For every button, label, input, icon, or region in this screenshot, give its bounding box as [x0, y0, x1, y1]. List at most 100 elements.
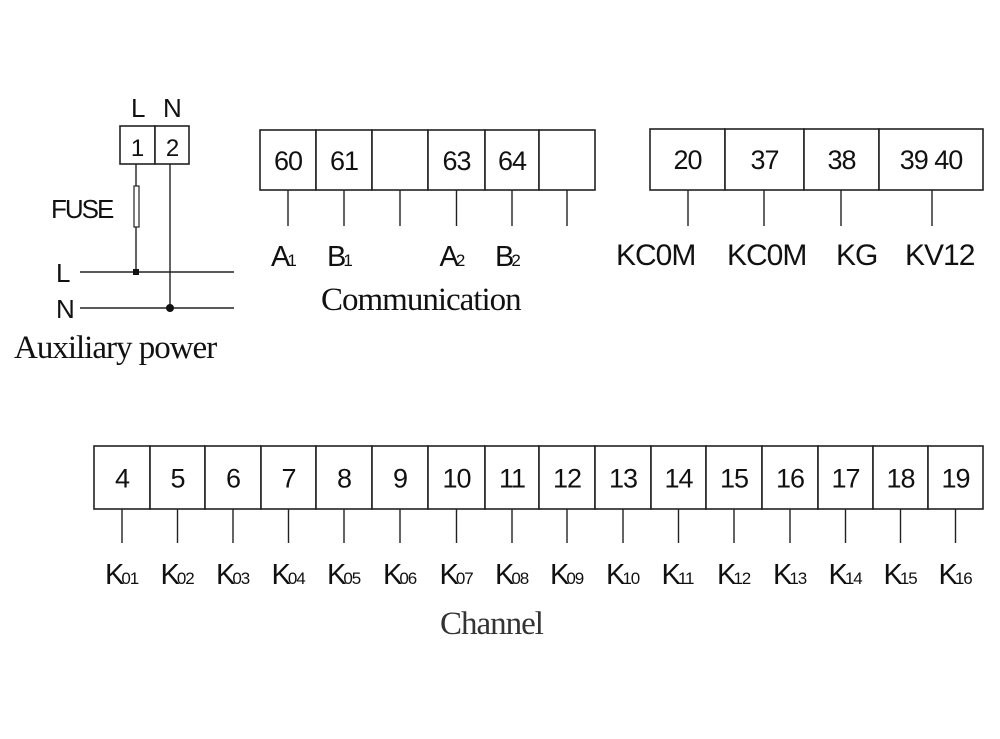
label-subscript: 2: [511, 251, 520, 270]
label-subscript: 08: [511, 569, 528, 588]
auxiliary-power-section: L N 1 2 FUSE L N Auxiliary power: [14, 93, 234, 366]
label-subscript: 15: [900, 569, 917, 588]
label-main: K: [662, 559, 682, 591]
channel-signal-label: K03: [216, 559, 250, 591]
control-terminal-number: 39 40: [900, 145, 963, 175]
fuse-symbol: [133, 185, 140, 228]
control-terminal-number: 37: [750, 145, 778, 175]
channel-terminal-box: [761, 445, 819, 510]
channel-terminal-box: [204, 445, 262, 510]
comm-signal-label: A2: [440, 241, 465, 273]
control-signal-label: KG: [836, 239, 877, 272]
comm-terminal-number: 64: [498, 146, 527, 176]
label-main: K: [216, 559, 236, 591]
label-main: K: [884, 559, 904, 591]
label-subscript: 13: [789, 569, 806, 588]
channel-terminal-box: [484, 445, 540, 510]
label-subscript: 16: [955, 569, 972, 588]
channel-terminal-number: 6: [226, 464, 240, 494]
bus-label-n: N: [56, 294, 74, 324]
label-subscript: 04: [288, 569, 305, 588]
channel-signal-label: K14: [829, 559, 863, 591]
channel-terminal-number: 5: [170, 464, 184, 494]
channel-terminal-number: 14: [664, 464, 693, 494]
channel-terminal-box: [872, 445, 929, 510]
label-main: K: [161, 559, 181, 591]
comm-terminal-box: [427, 129, 486, 191]
comm-terminal-box: [371, 129, 429, 191]
channel-signal-label: K08: [495, 559, 529, 591]
label-main: K: [717, 559, 737, 591]
control-terminal-number: 20: [673, 145, 701, 175]
control-signal-label: KC0M: [616, 239, 695, 272]
channel-title: Channel: [440, 606, 544, 642]
channel-signal-label: K11: [662, 559, 695, 591]
label-main: K: [606, 559, 626, 591]
label-subscript: 02: [177, 569, 194, 588]
channel-terminal-number: 16: [776, 464, 804, 494]
junction-n: [166, 304, 174, 312]
channel-signal-label: K01: [105, 559, 139, 591]
channel-terminal-number: 7: [281, 464, 295, 494]
channel-terminal-number: 15: [720, 464, 748, 494]
label-main: K: [327, 559, 347, 591]
bus-label-l: L: [56, 258, 70, 288]
channel-terminal-number: 9: [393, 464, 407, 494]
aux-terminal-box-2: [154, 125, 190, 165]
aux-header-l: L: [131, 93, 145, 123]
channel-signal-label: K04: [272, 559, 306, 591]
channel-terminal-number: 4: [115, 464, 130, 494]
channel-terminal-number: 12: [553, 464, 581, 494]
control-terminal-number: 38: [827, 145, 855, 175]
label-subscript: 12: [733, 569, 750, 588]
label-subscript: 11: [678, 569, 694, 588]
channel-signal-label: K09: [550, 559, 584, 591]
label-main: K: [495, 559, 515, 591]
channel-signal-label: K15: [884, 559, 918, 591]
aux-terminal-2: 2: [166, 135, 179, 162]
label-subscript: 10: [622, 569, 639, 588]
label-subscript: 1: [287, 251, 296, 270]
channel-signal-label: K12: [717, 559, 751, 591]
aux-terminal-box-1: [119, 125, 156, 165]
fuse-label: FUSE: [51, 194, 114, 224]
label-main: K: [383, 559, 403, 591]
channel-signal-label: K16: [939, 559, 973, 591]
label-subscript: 07: [456, 569, 473, 588]
label-subscript: 09: [566, 569, 583, 588]
channel-terminal-box: [594, 445, 652, 510]
comm-signal-label: B2: [495, 241, 520, 273]
label-subscript: 14: [845, 569, 862, 588]
comm-terminal-box: [259, 129, 317, 191]
label-main: B: [495, 241, 513, 273]
label-main: A: [440, 241, 460, 273]
channel-terminal-number: 10: [442, 464, 470, 494]
label-subscript: 06: [399, 569, 416, 588]
label-subscript: 03: [232, 569, 249, 588]
comm-signal-label: A1: [271, 241, 296, 273]
comm-signal-label: B1: [327, 241, 352, 273]
channel-signal-label: K10: [606, 559, 640, 591]
channel-terminal-number: 18: [886, 464, 914, 494]
label-subscript: 1: [343, 251, 352, 270]
label-subscript: 05: [343, 569, 360, 588]
comm-terminal-number: 60: [274, 146, 302, 176]
control-signal-label: KC0M: [727, 239, 806, 272]
channel-terminal-number: 17: [831, 464, 859, 494]
communication-title: Communication: [321, 282, 521, 318]
label-main: K: [829, 559, 849, 591]
channel-section: 4K015K026K037K048K059K0610K0711K0812K091…: [93, 445, 984, 591]
channel-signal-label: K02: [161, 559, 195, 591]
comm-terminal-number: 61: [330, 146, 358, 176]
comm-terminal-box: [538, 129, 596, 191]
channel-signal-label: K07: [440, 559, 474, 591]
channel-signal-label: K13: [773, 559, 807, 591]
label-main: K: [939, 559, 959, 591]
aux-terminal-1: 1: [131, 135, 144, 162]
channel-signal-label: K05: [327, 559, 361, 591]
label-main: K: [272, 559, 292, 591]
label-main: B: [327, 241, 345, 273]
